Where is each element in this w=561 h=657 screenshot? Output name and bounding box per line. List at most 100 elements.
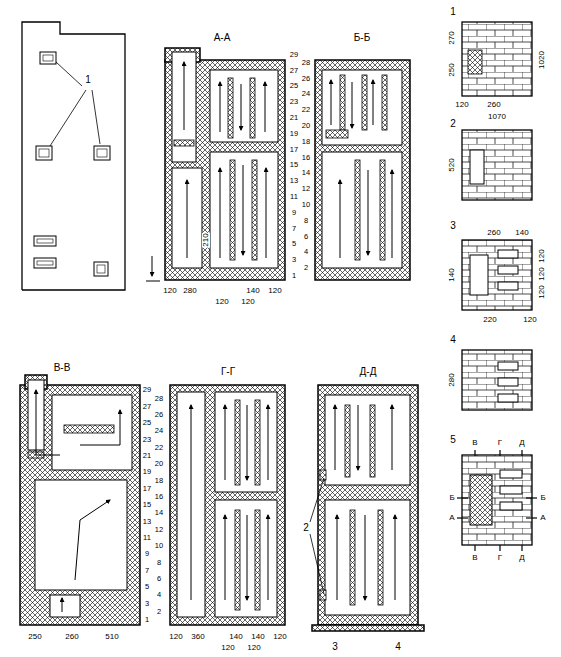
row-number: 16 [154,493,164,501]
row-number: 13 [289,177,299,185]
partition-wall [228,78,233,138]
dimension-label: 260 [64,633,79,641]
row-number: 17 [289,146,299,154]
dimension-label: 5 [449,435,457,445]
level-mark [146,281,160,282]
flow-arrow [265,82,266,132]
cut-mark [474,450,475,456]
row-number: 25 [142,419,152,427]
partition-wall [252,160,257,260]
door [36,146,52,160]
flow-arrow [340,180,341,258]
flue-channel [215,500,277,617]
dimension-label: Б [539,494,546,502]
dimension-label: 3 [331,642,339,652]
plan-channel [500,486,522,494]
dimension-label: 260 [486,229,501,237]
flue-channel [325,395,410,485]
partition-wall [380,160,385,260]
flow-arrow [241,84,242,130]
row-number: 22 [154,444,164,452]
section-title: Д-Д [359,367,378,377]
dimension-label: Г [497,554,503,562]
row-number: 11 [289,193,299,201]
dimension-label: 280 [182,287,197,295]
row-number: 1 [144,616,150,624]
dimension-label: 140 [514,229,529,237]
row-number: 1 [291,272,297,280]
dimension-label: 120 [538,284,546,299]
door [34,258,56,268]
partition-wall [320,590,326,600]
plan-outline [462,240,532,310]
row-number: 5 [144,583,150,591]
row-number: 27 [142,403,152,411]
plan-channel [498,266,518,274]
flow-arrow [268,405,269,480]
partition-wall [174,140,194,146]
partition-wall [64,425,114,433]
plan-channel [498,250,518,258]
cut-mark [474,545,475,551]
dimension-label: Г [497,439,503,447]
door-frame [39,149,49,157]
dimension-label: 360 [190,633,205,641]
masonry-wall [318,385,418,625]
flue-channel [50,595,80,617]
row-number: 13 [142,518,152,526]
flow-arrow [392,405,393,470]
partition-wall [235,400,240,485]
flow-arrow [36,390,60,455]
flue-channel [177,392,205,617]
partition-wall [340,75,345,130]
flow-arrow [220,82,221,132]
dimension-label: 520 [448,157,456,172]
row-number: 29 [289,51,299,59]
door-frame [37,261,53,265]
flue-channel [322,70,402,145]
plan-channel [498,378,518,386]
cut-mark [457,517,468,518]
row-number: 20 [301,122,311,130]
leader-line [92,90,100,144]
flue-channel [210,70,278,142]
flow-arrow [184,62,185,130]
row-number: 25 [289,83,299,91]
partition-wall [320,470,326,480]
cut-mark [457,497,468,498]
partition-wall [382,75,387,130]
row-number: 24 [301,91,311,99]
plan-channel [498,394,518,402]
dimension-label: 120 [454,101,469,109]
flow-arrow [331,80,332,125]
row-number: 11 [142,534,152,542]
flow-arrow [335,405,336,470]
row-number: 18 [301,138,311,146]
row-number: 23 [142,436,152,444]
plan-channel [498,362,518,370]
dimension-label: А [448,514,455,522]
dimension-label: 140 [245,287,260,295]
row-number: 8 [303,217,309,225]
dimension-label: А [539,514,546,522]
flow-arrow [187,180,188,258]
plan-channel [470,255,488,295]
plan-outline [462,130,532,200]
door-frame [37,239,53,243]
dimension-label: 120 [220,644,235,652]
row-number: 14 [154,510,164,518]
door [94,146,110,160]
flow-arrow [191,405,192,600]
dimension-label: 2 [302,523,310,533]
row-number: 2 [156,608,162,616]
section-title: А-А [213,33,232,43]
flue-channel [322,152,402,268]
flue-channel [35,480,127,590]
partition-wall [362,75,367,130]
leader-line [310,478,324,522]
dimension-label: 120 [267,287,282,295]
leader-line [310,534,324,594]
stove-sections [20,22,537,631]
dimension-label: 120 [538,248,546,263]
